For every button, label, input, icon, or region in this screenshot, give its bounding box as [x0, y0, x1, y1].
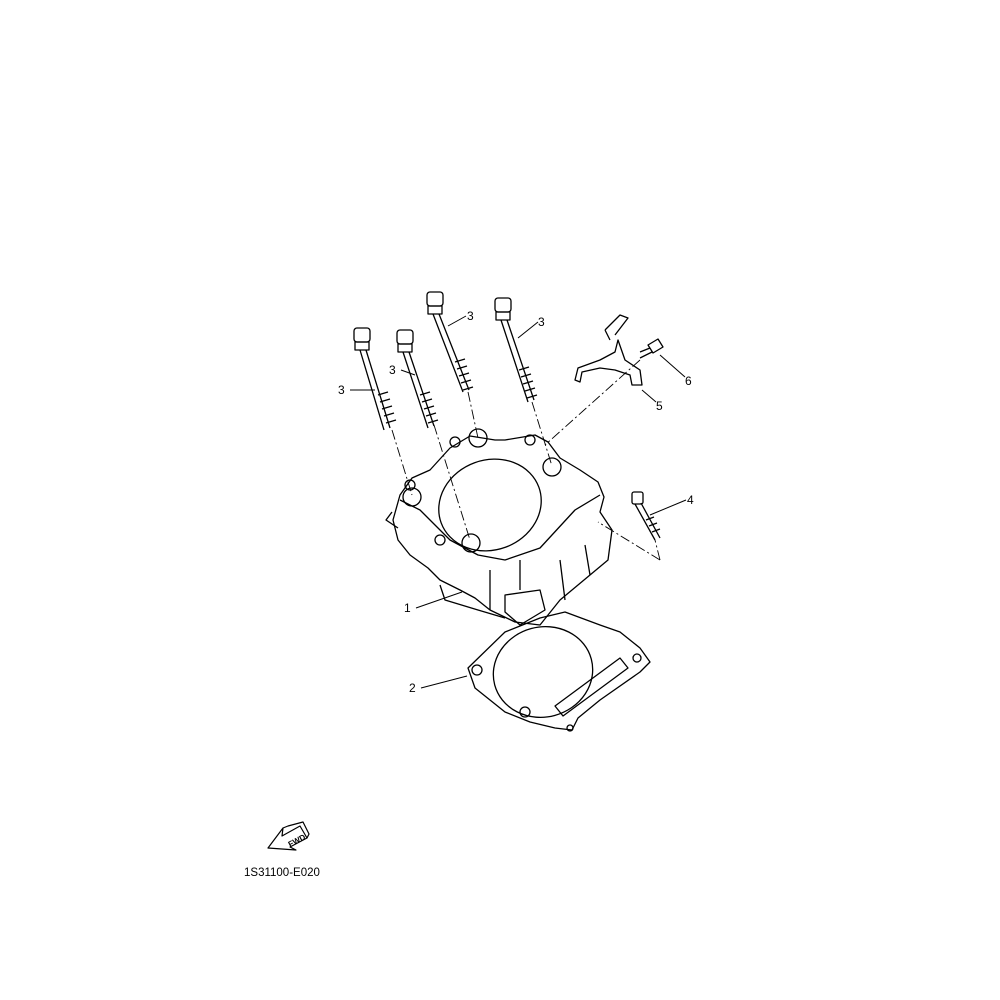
leader-lines: [350, 315, 687, 689]
callout-3: 3: [538, 315, 545, 329]
alignment-lines: [391, 359, 661, 561]
callout-2: 2: [409, 681, 416, 695]
bracket-icon: [574, 314, 643, 386]
stud-bolt-icon: [353, 327, 397, 431]
stud-bolt-icon: [494, 297, 538, 403]
small-bolt-icon: [639, 338, 664, 359]
fwd-arrow-icon: FWD: [267, 821, 310, 851]
stud-bolt-icon: [396, 329, 439, 429]
bolt-icon: [631, 491, 661, 541]
stud-bolt-icon: [426, 291, 474, 393]
diagram-code: 1S31100-E020: [244, 867, 320, 879]
fwd-label: FWD: [287, 832, 308, 849]
callout-1: 1: [404, 601, 411, 615]
gasket-icon: [467, 611, 651, 732]
callout-5: 5: [656, 399, 663, 413]
callout-3: 3: [389, 363, 396, 377]
callout-4: 4: [687, 493, 694, 507]
callout-6: 6: [685, 374, 692, 388]
callout-3: 3: [467, 309, 474, 323]
callout-3: 3: [338, 383, 345, 397]
cylinder-icon: [385, 428, 613, 626]
